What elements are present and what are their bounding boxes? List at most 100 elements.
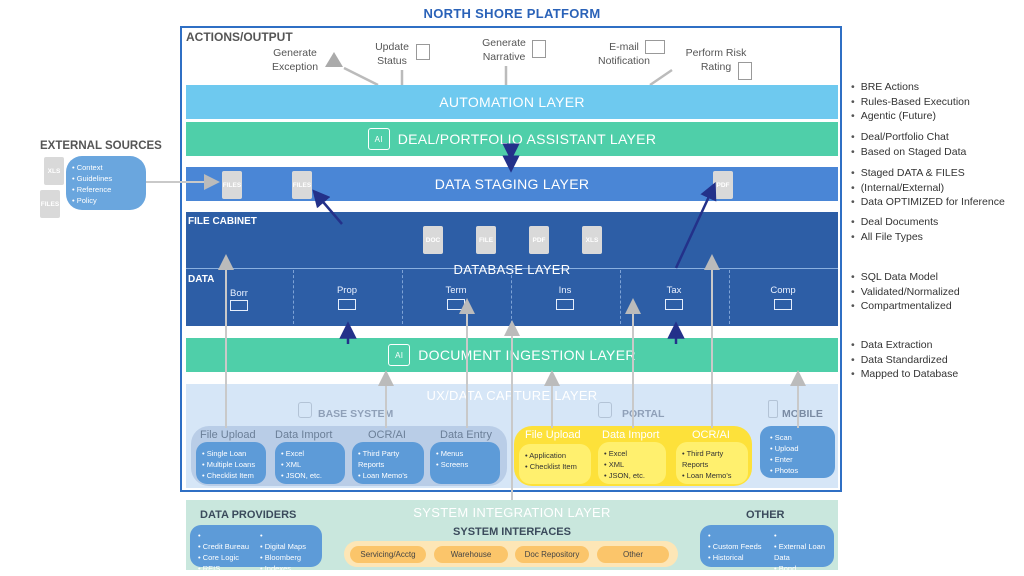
list-item: Custom Feeds (708, 541, 764, 552)
note-item: Data Extraction (851, 338, 958, 353)
list-item: Menus (436, 448, 494, 459)
list-item: Loan Memo's (682, 470, 742, 481)
base-file-upload-label: File Upload (200, 429, 256, 441)
list-item: Digital Maps (260, 541, 306, 552)
list-item: Screens (436, 459, 494, 470)
list-item: Bloomberg (260, 552, 306, 563)
list-item: Historical (708, 552, 764, 563)
list-item: Core Logic (198, 552, 249, 563)
base-ocr-list: Third Party Reports Loan Memo's (352, 442, 424, 484)
notes-ingestion: Data Extraction Data Standardized Mapped… (851, 338, 958, 382)
list-item: Excel (281, 448, 339, 459)
column-borr: Borr (230, 288, 248, 299)
list-item: Loan Memo's (358, 470, 418, 481)
automation-layer: AUTOMATION LAYER (186, 85, 838, 119)
ai-chip-icon: AI (388, 344, 411, 366)
column-separator (511, 270, 512, 324)
base-data-entry-label: Data Entry (440, 429, 492, 441)
list-item: Policy (72, 195, 140, 206)
file-icon: FILE (476, 226, 496, 254)
list-item: Third Party Reports (358, 448, 418, 470)
system-interfaces-heading: SYSTEM INTERFACES (453, 526, 571, 538)
data-table-icon (774, 299, 792, 310)
column-comp: Comp (770, 285, 796, 296)
list-item: REIS (198, 563, 249, 574)
lock-icon (298, 402, 312, 418)
list-item: Excel (604, 448, 660, 459)
portal-ocr-list: Third Party Reports Loan Memo's (676, 442, 748, 484)
divider (186, 268, 838, 269)
mobile-list: Scan Upload Enter Photos (760, 426, 835, 478)
note-item: BRE Actions (851, 80, 970, 95)
providers-col2: Digital Maps Bloomberg Indexes (260, 530, 306, 574)
column-term: Term (445, 285, 467, 296)
base-file-upload-list: Single Loan Multiple Loans Checklist Ite… (196, 442, 266, 484)
note-item: Deal/Portfolio Chat (851, 130, 966, 145)
note-item: Mapped to Database (851, 367, 958, 382)
note-item: Data Standardized (851, 353, 958, 368)
notes-assistant: Deal/Portfolio Chat Based on Staged Data (851, 130, 967, 160)
providers-col1: Credit Bureau Core Logic REIS (198, 530, 249, 574)
interface-servicing: Servicing/Acctg (350, 546, 426, 563)
other-heading: OTHER (746, 509, 785, 521)
base-ocr-label: OCR/AI (368, 429, 406, 441)
assistant-layer-label: DEAL/PORTFOLIO ASSISTANT LAYER (397, 131, 657, 147)
interface-other: Other (597, 546, 669, 563)
note-item: Agentic (Future) (851, 109, 970, 124)
action-generate-narrative: Generate Narrative (482, 37, 526, 63)
document-icon (738, 62, 752, 80)
column-tax: Tax (666, 285, 682, 296)
list-item: Application (525, 450, 585, 461)
portal-data-import-label: Data Import (602, 429, 660, 441)
data-table-icon (665, 299, 683, 310)
list-item: JSON, etc. (604, 470, 660, 481)
note-item: Validated/Normalized (851, 285, 960, 300)
list-item: Bond (774, 563, 830, 574)
note-item: SQL Data Model (851, 270, 960, 285)
portal-data-import-list: Excel XML JSON, etc. (598, 442, 666, 484)
notes-cabinet: Deal Documents All File Types (851, 215, 939, 244)
note-item: Based on Staged Data (851, 145, 967, 160)
list-item: External Loan Data (774, 541, 830, 563)
note-item: Compartmentalized (851, 299, 960, 314)
action-email-notification: E-mail Notification (598, 41, 650, 67)
note-item: Staged DATA & FILES (851, 166, 1005, 181)
column-separator (402, 270, 403, 324)
database-layer-label: DATABASE LAYER (453, 261, 571, 277)
document-icon (532, 40, 546, 58)
base-system-heading: BASE SYSTEM (318, 408, 394, 420)
list-item: Photos (770, 465, 829, 476)
files-icon: FILES (40, 190, 60, 218)
note-item: Deal Documents (851, 215, 939, 230)
xls-file-icon: XLS (582, 226, 602, 254)
list-item: Scan (770, 432, 829, 443)
list-item: XML (281, 459, 339, 470)
column-separator (293, 270, 294, 324)
checkbox-icon (416, 44, 430, 60)
files-icon: FILES (222, 171, 242, 199)
xls-file-icon: XLS (44, 157, 64, 185)
note-item: (Internal/External) (851, 181, 1005, 196)
external-sources-heading: EXTERNAL SOURCES (40, 140, 162, 152)
notes-staging: Staged DATA & FILES (Internal/External) … (851, 166, 1005, 210)
data-label: DATA (188, 274, 215, 285)
data-table-icon (338, 299, 356, 310)
files-icon: FILES (292, 171, 312, 199)
action-update-status: Update Status (375, 41, 409, 67)
ai-chip-icon: AI (367, 128, 390, 150)
list-item: Checklist Item (525, 461, 585, 472)
lock-icon (598, 402, 612, 418)
other-col2: External Loan Data Bond (774, 530, 830, 574)
portal-ocr-label: OCR/AI (692, 429, 730, 441)
portal-file-upload-list: Application Checklist Item (519, 444, 591, 484)
pdf-icon: PDF (713, 171, 733, 199)
list-item: Multiple Loans (202, 459, 260, 470)
action-perform-risk-rating: Perform Risk Rating (685, 47, 747, 73)
list-item: Single Loan (202, 448, 260, 459)
other-col1: Custom Feeds Historical (708, 530, 764, 563)
list-item: Third Party Reports (682, 448, 742, 470)
list-item: Upload (770, 443, 829, 454)
column-separator (620, 270, 621, 324)
